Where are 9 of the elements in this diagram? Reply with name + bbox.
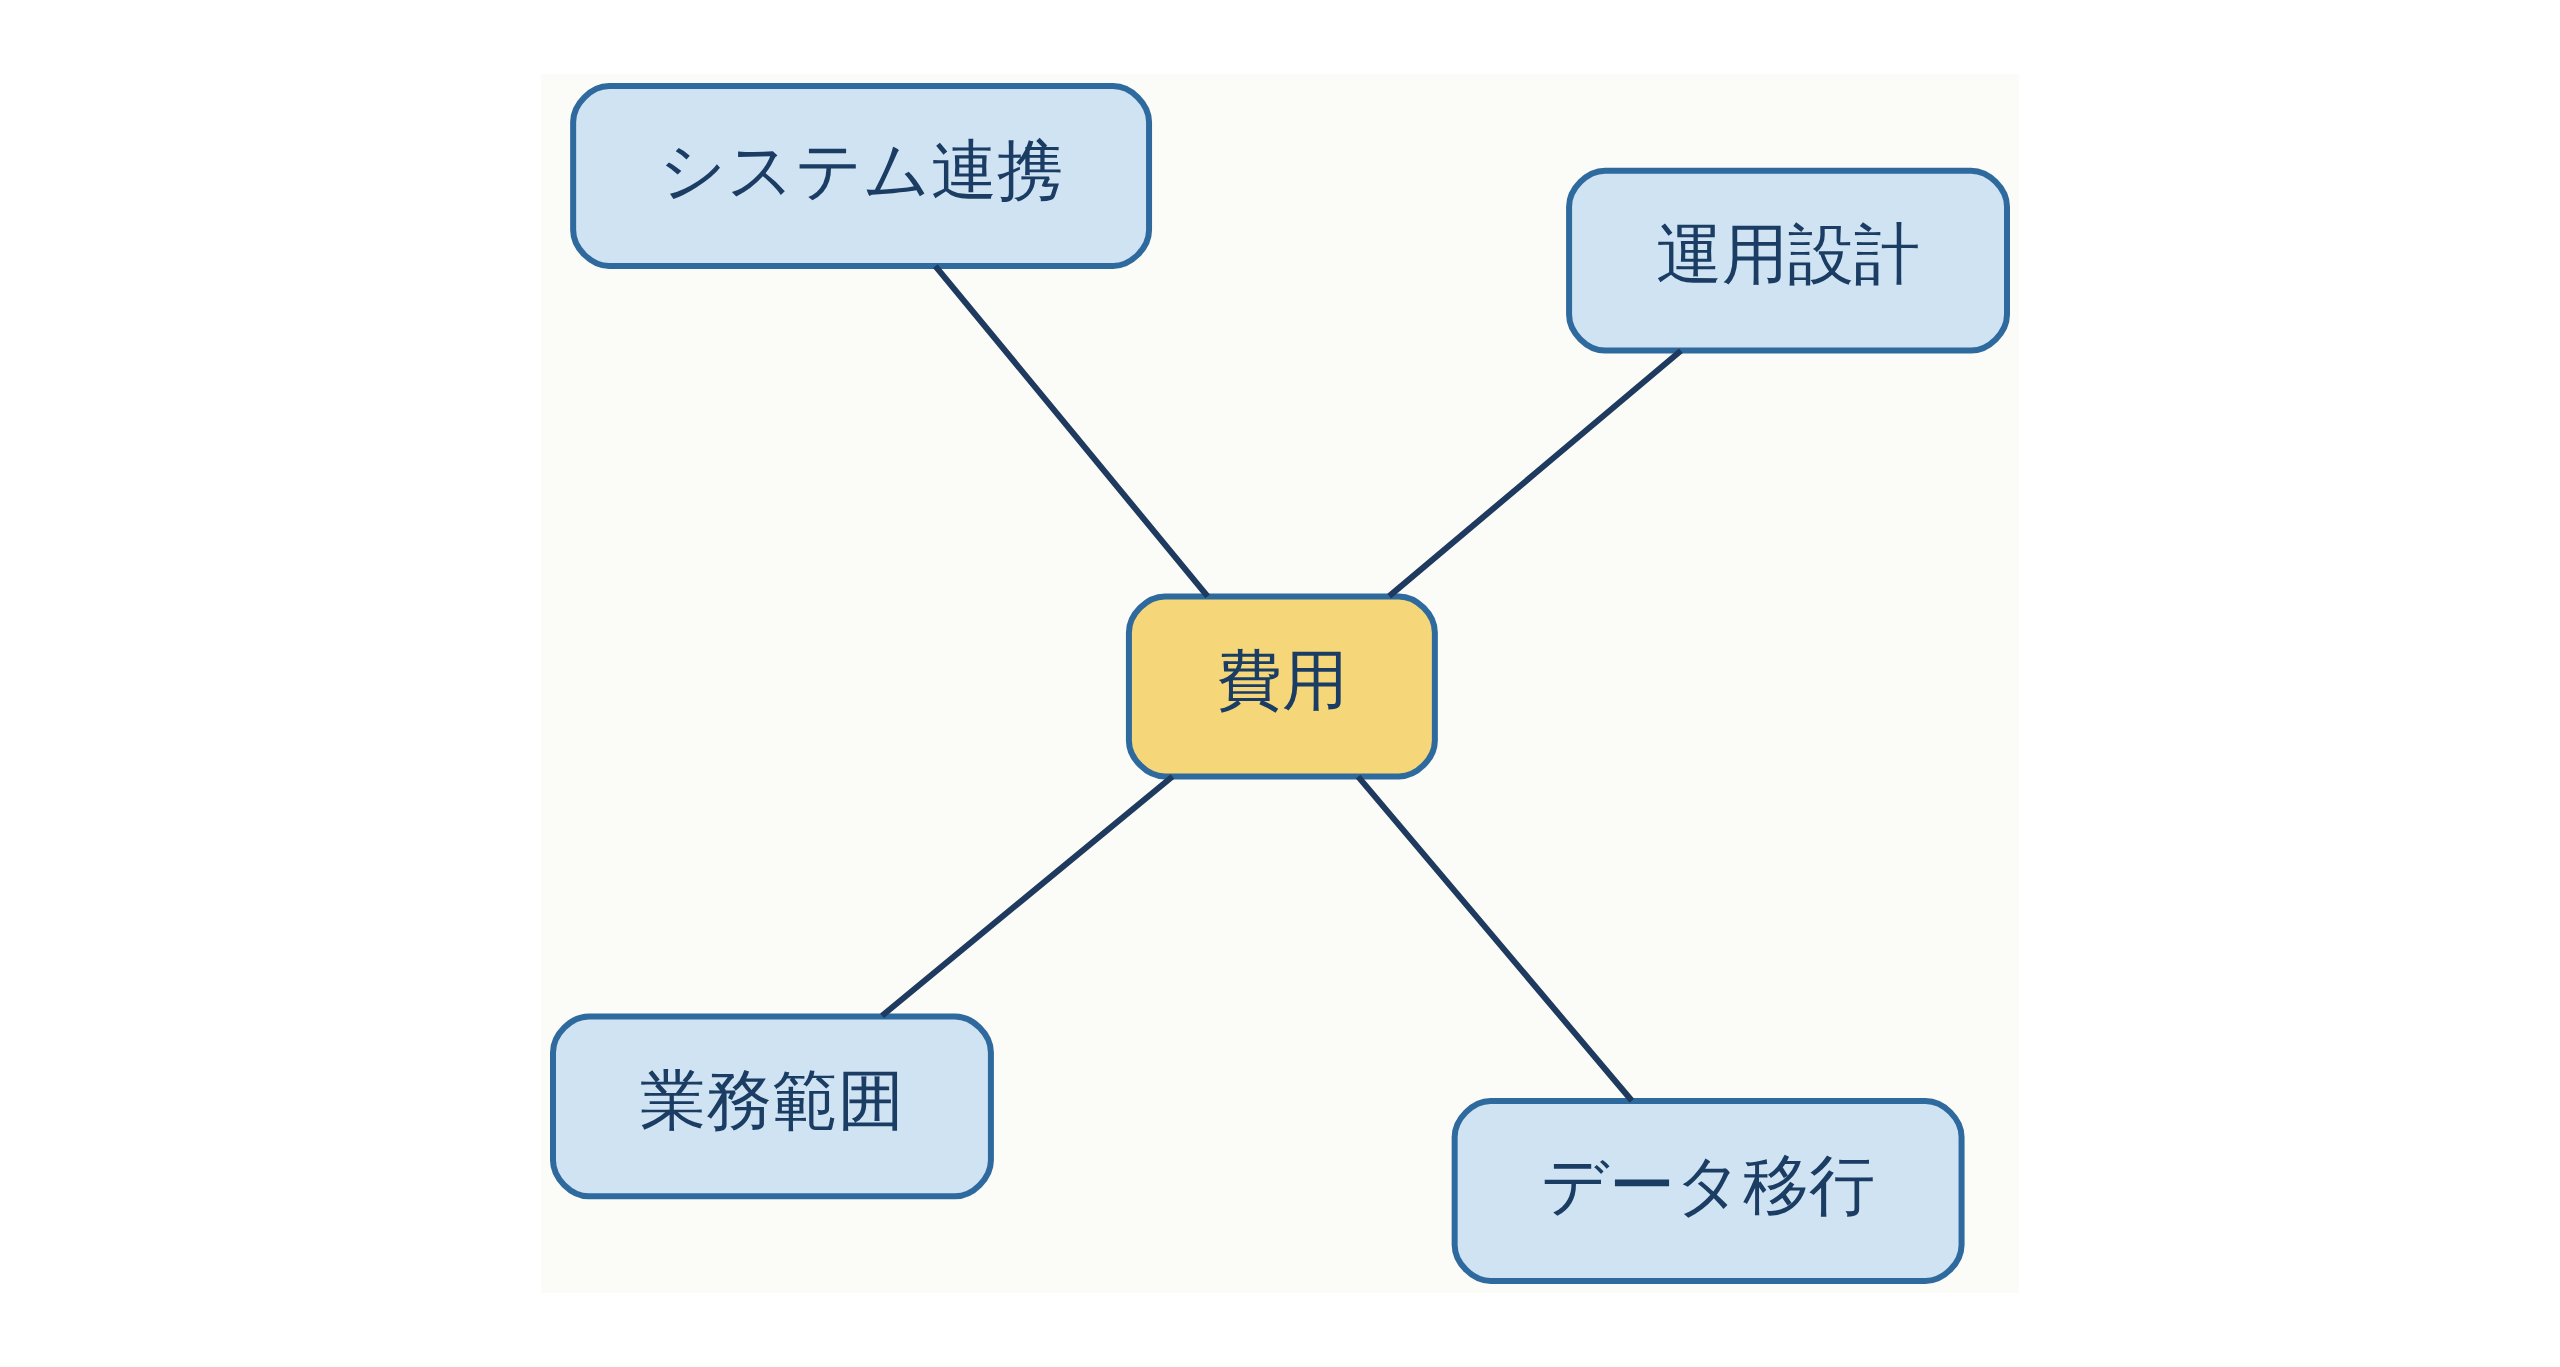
node-box: データ移行 xyxy=(1451,1098,1965,1284)
node-box: 運用設計 xyxy=(1566,167,2010,354)
connector xyxy=(880,774,1175,1018)
node-box: 費用 xyxy=(1125,593,1438,780)
node-box: システム連携 xyxy=(570,83,1153,269)
connector xyxy=(1387,348,1683,599)
node-box: 業務範囲 xyxy=(550,1013,994,1200)
connector xyxy=(933,264,1210,599)
connector xyxy=(1355,774,1635,1103)
